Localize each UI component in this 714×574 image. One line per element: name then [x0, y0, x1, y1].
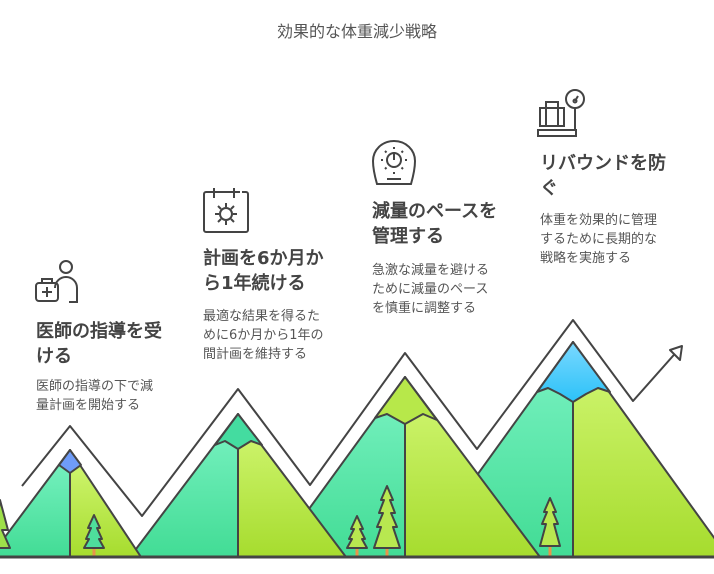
step-4-title: リバウンドを防ぐ	[540, 153, 666, 199]
pace-dial-icon	[371, 139, 417, 185]
tree-icon	[539, 497, 561, 557]
tree-icon	[0, 499, 11, 549]
mountain-2	[129, 413, 347, 558]
mountain-1	[0, 449, 142, 558]
step-4-desc: 体重を効果的に管理するために長期的な戦略を実施する	[540, 213, 658, 266]
progress-arrow	[21, 319, 681, 517]
step-1-title: 医師の指導を受ける	[36, 321, 162, 367]
step-2-title: 計画を6か月から1年続ける	[203, 248, 324, 294]
calendar-sun-icon	[203, 188, 249, 233]
step-1-desc: 医師の指導の下で減量計画を開始する	[36, 379, 154, 413]
step-2-desc: 最適な結果を得るために6か月から1年の間計画を維持する	[203, 309, 324, 362]
doctor-medical-kit-icon	[35, 260, 78, 303]
scale-weight-icon	[537, 89, 585, 137]
diagram-title: 効果的な体重減少戦略	[276, 22, 437, 41]
arrow-head-icon	[669, 345, 683, 361]
step-3-desc: 急激な減量を避けるために減量のペースを慎重に調整する	[372, 263, 490, 316]
step-3-title: 減量のペースを管理する	[372, 201, 498, 247]
